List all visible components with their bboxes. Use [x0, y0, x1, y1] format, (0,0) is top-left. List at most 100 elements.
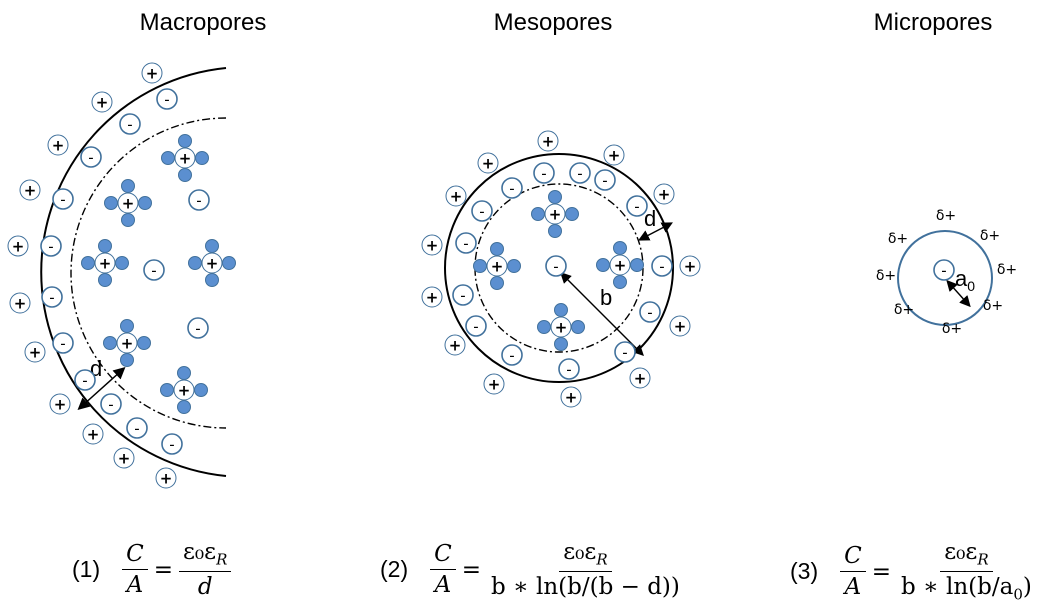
svg-text:-: -: [541, 165, 546, 183]
svg-text:+: +: [146, 65, 159, 83]
macro-solvated-cation: +: [160, 366, 208, 414]
macro-anion: -: [156, 88, 178, 110]
svg-text:-: -: [60, 191, 65, 209]
solvent-molecule: [120, 353, 134, 367]
meso-surface-cation: +: [669, 315, 691, 337]
macro-solvated-cation: +: [188, 239, 236, 287]
solvent-molecule: [137, 336, 151, 350]
svg-text:-: -: [647, 304, 652, 322]
svg-text:+: +: [52, 137, 65, 155]
svg-text:-: -: [127, 116, 132, 134]
title-macropores: Macropores: [140, 9, 267, 36]
a0-label: a0: [955, 266, 975, 294]
macro-surface-cation: +: [49, 393, 71, 415]
svg-text:+: +: [542, 133, 555, 151]
solvent-molecule: [98, 273, 112, 287]
solvent-molecule: [188, 256, 202, 270]
solvent-molecule: [160, 383, 174, 397]
svg-text:+: +: [658, 186, 671, 204]
formula-2-equals: =: [461, 556, 482, 583]
macro-surface-cation: +: [19, 179, 41, 201]
svg-text:-: -: [108, 396, 113, 414]
macro-surface-cation: +: [24, 341, 46, 363]
svg-text:+: +: [87, 426, 100, 444]
formula-1: (1) C A = ε₀εR d: [72, 540, 232, 601]
meso-anion: -: [455, 232, 477, 254]
meso-anion: -: [465, 315, 487, 337]
svg-text:-: -: [82, 372, 87, 390]
macro-anion: -: [40, 235, 62, 257]
macro-surface-cation: +: [7, 235, 29, 257]
solvent-molecule: [554, 303, 568, 317]
solvent-molecule: [548, 190, 562, 204]
solvent-molecule: [205, 273, 219, 287]
macro-surface-cation: +: [82, 423, 104, 445]
macro-surface-cation: +: [47, 134, 69, 156]
meso-surface-cation: +: [444, 334, 466, 356]
svg-text:+: +: [608, 147, 621, 165]
svg-text:-: -: [460, 287, 465, 305]
formula-3-rhs-num: ε₀εR: [940, 540, 993, 573]
formula-1-lhs-den: A: [126, 572, 144, 599]
macro-surface-cation: +: [9, 292, 31, 314]
solvent-molecule: [205, 239, 219, 253]
meso-anion: -: [569, 162, 591, 184]
meso-solvated-cation: +: [531, 190, 579, 238]
macro-anion: -: [100, 393, 122, 415]
svg-text:-: -: [659, 258, 664, 276]
macro-anion: -: [41, 286, 63, 308]
meso-anion: -: [626, 195, 648, 217]
solvent-molecule: [177, 400, 191, 414]
meso-surface-cation: +: [421, 234, 443, 256]
micropore-wall: [897, 230, 993, 326]
meso-surface-cation: +: [477, 152, 499, 174]
formula-1-equals: =: [153, 556, 174, 583]
svg-text:-: -: [602, 172, 607, 190]
meso-anion: -: [594, 169, 616, 191]
meso-anion: -: [501, 344, 523, 366]
meso-solvated-cation: +: [473, 242, 521, 290]
meso-surface-cation: +: [537, 130, 559, 152]
solvent-molecule: [194, 383, 208, 397]
svg-text:+: +: [555, 319, 568, 337]
svg-text:+: +: [178, 382, 191, 400]
formula-3-lhs-den: A: [844, 574, 862, 601]
formula-1-rhs-den: d: [197, 574, 213, 601]
svg-text:+: +: [122, 195, 135, 213]
svg-text:+: +: [426, 237, 439, 255]
macro-anion: -: [143, 259, 165, 281]
meso-surface-cation: +: [679, 255, 701, 277]
solvent-molecule: [121, 179, 135, 193]
formula-1-lhs-num: C: [122, 542, 148, 571]
macro-surface-cation: +: [113, 447, 135, 469]
solvent-molecule: [161, 151, 175, 165]
meso-surface-cation: +: [483, 373, 505, 395]
svg-text:-: -: [553, 258, 558, 276]
solvent-molecule: [571, 320, 585, 334]
svg-text:-: -: [941, 262, 946, 280]
macropore-wall: [40, 67, 227, 477]
micro-anion: -: [933, 259, 955, 281]
svg-text:-: -: [164, 91, 169, 109]
meso-anion: -: [533, 162, 555, 184]
solvent-molecule: [177, 366, 191, 380]
delta-plus-label: δ+: [980, 228, 1000, 244]
delta-plus-label: δ+: [936, 208, 956, 224]
ion-layer: +++++++++++--------------+++++++++++++++…: [7, 62, 955, 489]
svg-text:+: +: [634, 370, 647, 388]
meso-anion: -: [501, 177, 523, 199]
solvent-molecule: [630, 258, 644, 272]
solvent-molecule: [104, 196, 118, 210]
formula-2-rhs-num: ε₀εR: [559, 540, 612, 573]
solvent-molecule: [473, 259, 487, 273]
solvent-molecule: [81, 256, 95, 270]
meso-surface-cation: +: [603, 144, 625, 166]
svg-text:+: +: [426, 289, 439, 307]
solvent-molecule: [565, 207, 579, 221]
macro-solvated-cation: +: [161, 134, 209, 182]
formula-3: (3) C A = ε₀εR b ∗ ln(b/a0): [790, 540, 1036, 604]
svg-text:-: -: [473, 318, 478, 336]
delta-plus-label: δ+: [997, 262, 1017, 278]
formula-1-rhs-num: ε₀εR: [179, 540, 232, 573]
solvent-molecule: [490, 276, 504, 290]
